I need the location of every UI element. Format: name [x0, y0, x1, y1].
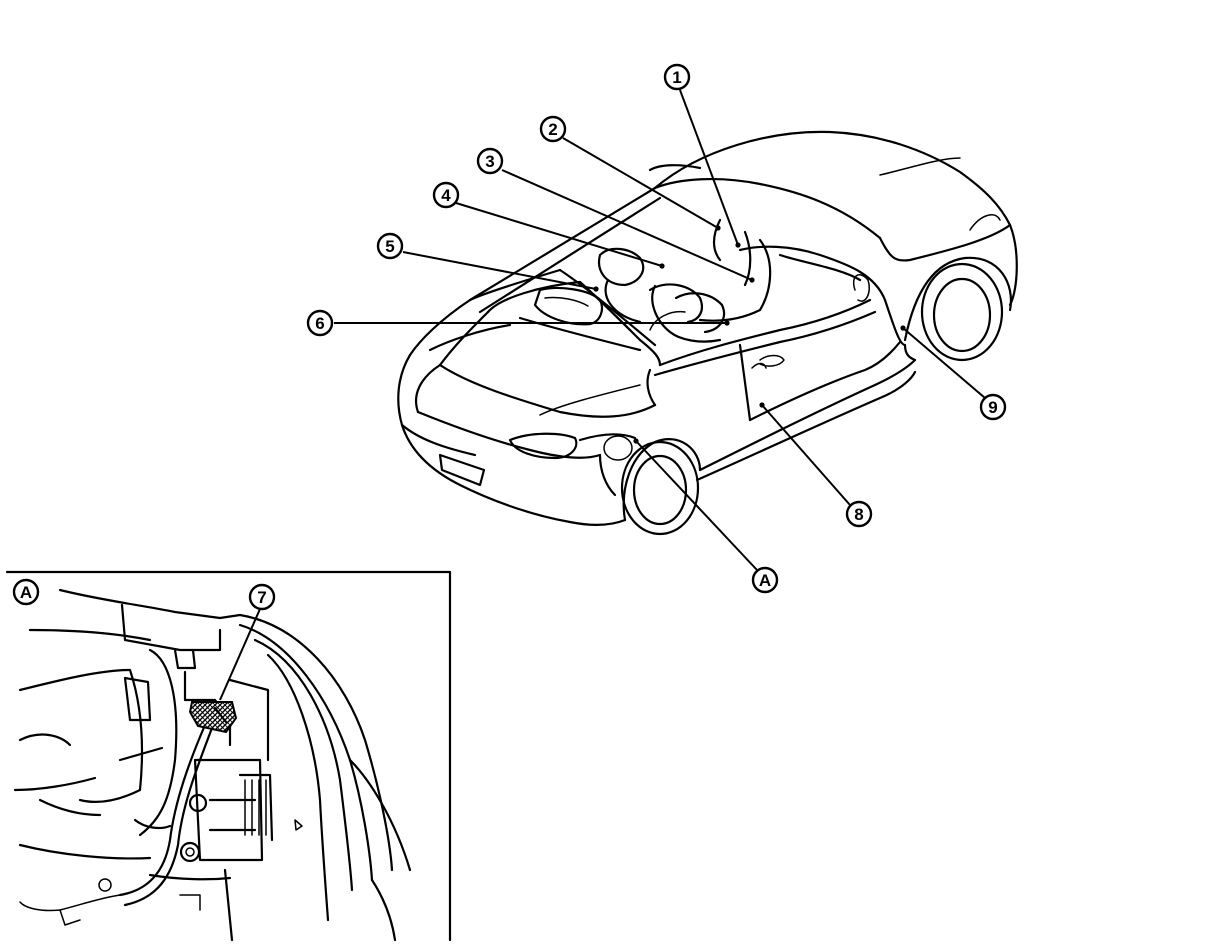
- leader-4: [455, 202, 663, 267]
- callout-1-label: 1: [672, 68, 681, 87]
- callout-9: 9: [979, 393, 1007, 421]
- leader-7: [219, 608, 261, 701]
- callout-5-label: 5: [385, 237, 394, 256]
- inset-a-detail: [5, 570, 452, 942]
- callout-7: 7: [248, 583, 276, 611]
- callout-3-label: 3: [485, 152, 494, 171]
- leader-A: [635, 440, 758, 571]
- callout-6: 6: [306, 309, 334, 337]
- callout-2: 2: [539, 115, 567, 143]
- callout-9-label: 9: [988, 398, 997, 417]
- callout-1: 1: [663, 63, 691, 91]
- callout-2-label: 2: [548, 120, 557, 139]
- callout-8-label: 8: [854, 505, 863, 524]
- convertible-car-illustration: [397, 130, 1018, 536]
- inset-a-label: A: [12, 578, 40, 606]
- callout-3: 3: [476, 147, 504, 175]
- leader-2: [562, 137, 719, 229]
- leader-lines: [219, 89, 986, 701]
- callout-7-label: 7: [257, 588, 266, 607]
- leader-9: [902, 327, 986, 399]
- callout-4: 4: [432, 181, 460, 209]
- leader-1: [679, 89, 739, 246]
- callout-A-label: A: [759, 571, 771, 590]
- callout-8: 8: [845, 500, 873, 528]
- callout-4-label: 4: [441, 186, 451, 205]
- callout-A: A: [751, 566, 779, 594]
- leader-8: [761, 404, 851, 506]
- inset-a-label-text: A: [20, 583, 32, 602]
- leader-3: [501, 169, 753, 281]
- leader-5: [402, 251, 597, 290]
- callout-6-label: 6: [315, 314, 324, 333]
- callout-5: 5: [376, 232, 404, 260]
